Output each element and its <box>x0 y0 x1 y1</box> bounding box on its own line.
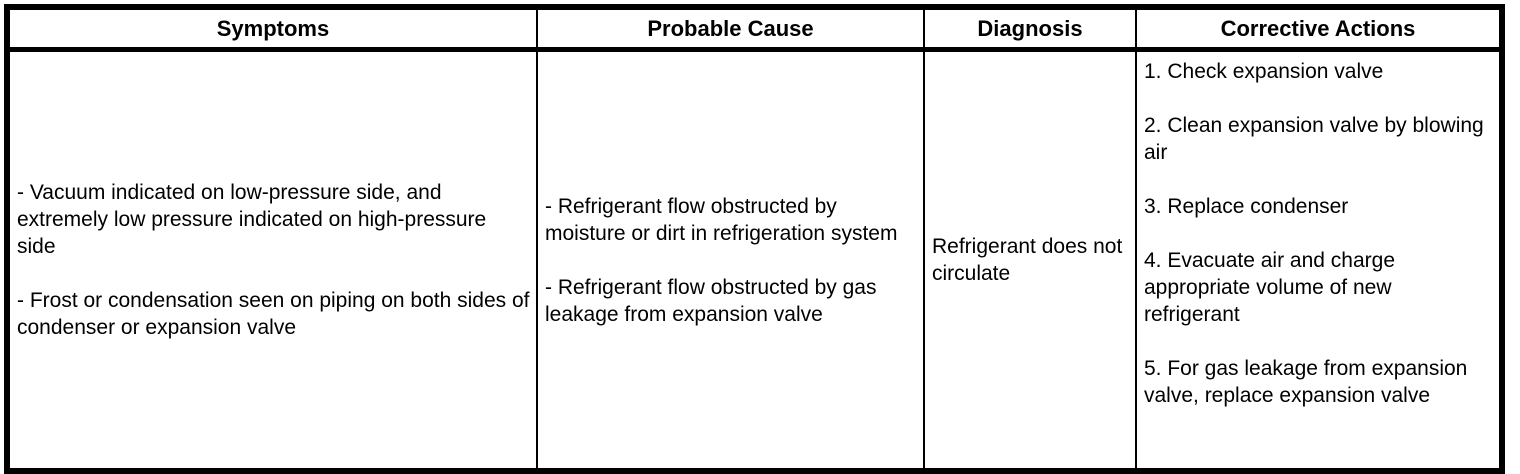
table-body: - Vacuum indicated on low-pressure side,… <box>6 48 1503 472</box>
cell-corrective-actions: 1. Check expansion valve 2. Clean expansi… <box>1135 48 1503 472</box>
cell-probable-cause: - Refrigerant flow obstructed by moistur… <box>536 48 925 472</box>
cell-symptoms: - Vacuum indicated on low-pressure side,… <box>6 48 538 472</box>
paragraph: - Frost or condensation seen on piping o… <box>17 289 530 339</box>
cell-diagnosis: Refrigerant does not circulate <box>923 48 1137 472</box>
table-header: Symptoms Probable Cause Diagnosis Correc… <box>6 6 1503 52</box>
column-header-diagnosis: Diagnosis <box>923 6 1137 52</box>
paragraph: 1. Check expansion valve <box>1144 60 1384 83</box>
paragraph: - Vacuum indicated on low-pressure side,… <box>17 181 487 258</box>
paragraph: 2. Clean expansion valve by blowing air <box>1144 114 1484 164</box>
paragraph: 4. Evacuate air and charge appropriate v… <box>1144 249 1395 326</box>
paragraph: 5. For gas leakage from expansion valve,… <box>1144 357 1468 407</box>
table-row: - Vacuum indicated on low-pressure side,… <box>6 48 1503 472</box>
diagnosis-text: Refrigerant does not circulate <box>932 235 1123 285</box>
troubleshooting-table: Symptoms Probable Cause Diagnosis Correc… <box>4 4 1505 474</box>
column-header-probable-cause: Probable Cause <box>536 6 925 52</box>
header-row: Symptoms Probable Cause Diagnosis Correc… <box>6 6 1503 52</box>
column-header-corrective-actions: Corrective Actions <box>1135 6 1503 52</box>
paragraph: - Refrigerant flow obstructed by gas lea… <box>545 275 877 326</box>
column-header-symptoms: Symptoms <box>6 6 538 52</box>
paragraph: 3. Replace condenser <box>1144 195 1349 218</box>
paragraph: - Refrigerant flow obstructed by moistur… <box>545 194 898 245</box>
